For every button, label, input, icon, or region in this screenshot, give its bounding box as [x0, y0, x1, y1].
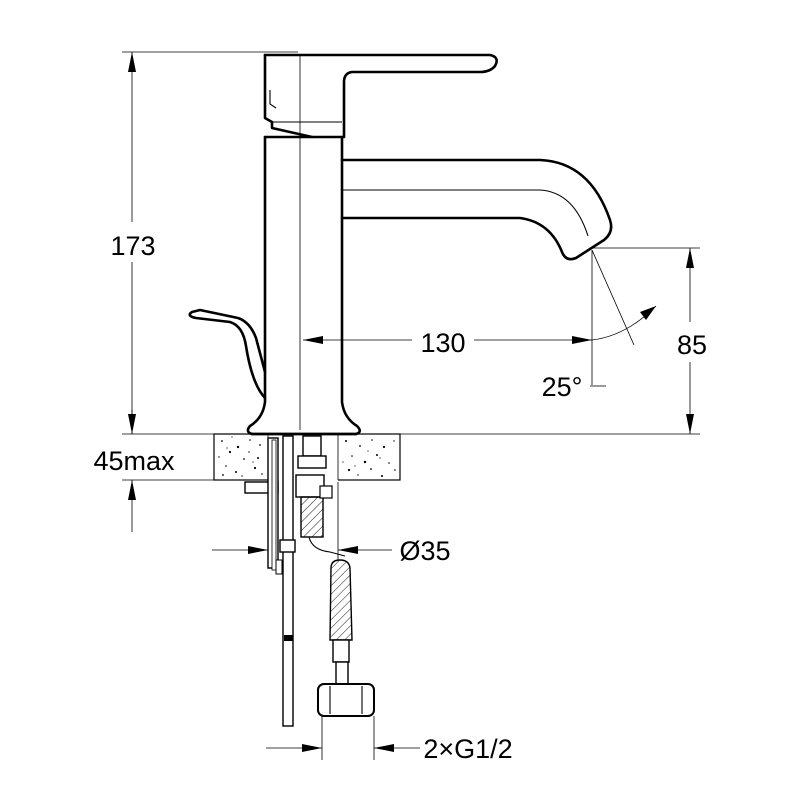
dimension-g12: 2×G1/2: [266, 716, 513, 764]
supply-connector: [295, 435, 346, 557]
dimension-130: 130: [303, 320, 592, 360]
faucet-body: [246, 55, 362, 436]
dimension-25-degrees: 25°: [542, 249, 657, 402]
dimension-173: 173: [110, 51, 298, 435]
dimension-label-45max: 45max: [93, 446, 175, 476]
dimension-label-connections: 2×G1/2: [423, 734, 512, 764]
dimension-85: 85: [342, 247, 714, 435]
dimension-label-130: 130: [420, 328, 465, 358]
dimension-label-85: 85: [677, 330, 707, 360]
dimension-45max: 45max: [93, 410, 214, 532]
dimension-label-25: 25°: [542, 372, 583, 402]
spout: [340, 158, 613, 261]
flexible-supply-hose: [317, 559, 375, 717]
handle-lever: [263, 53, 498, 139]
drain-lever: [188, 308, 267, 400]
dimension-label-diameter: Ø35: [399, 536, 450, 566]
stone-texture: [218, 436, 396, 477]
dimension-diameter-35: Ø35: [212, 482, 451, 566]
mounting-hardware: [244, 435, 296, 727]
dimension-label-173: 173: [110, 231, 155, 261]
